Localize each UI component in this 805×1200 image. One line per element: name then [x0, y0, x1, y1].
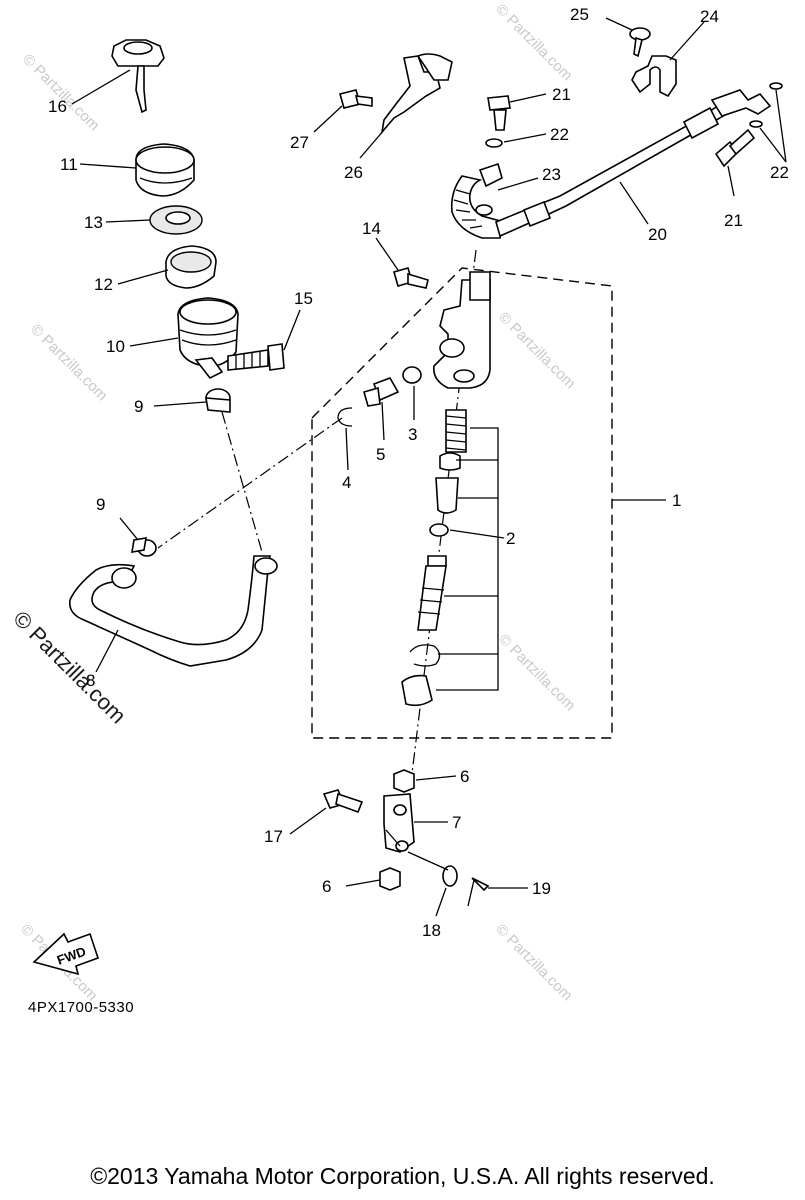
part-6-nut-lower	[379, 867, 401, 891]
part-9-clamp-lower	[131, 537, 157, 557]
part-27-bolt	[339, 89, 373, 109]
callout-26: 26	[344, 163, 363, 182]
hose-centerline	[221, 411, 263, 553]
part-23-hose-banjo	[450, 162, 505, 239]
callout-9: 9	[96, 495, 105, 514]
callout-2: 2	[506, 529, 515, 548]
watermark: © Partzilla.com	[492, 1, 575, 84]
part-17-pin	[322, 789, 364, 814]
watermark: © Partzilla.com	[495, 631, 578, 714]
part-7-clevis	[383, 793, 415, 853]
hose-centerline	[157, 417, 343, 549]
callout-12: 12	[94, 275, 113, 294]
drawing-code: 4PX1700-5330	[28, 999, 134, 1016]
part-21-bolt-upper	[487, 95, 511, 131]
part-22-washer-upper	[485, 138, 503, 148]
callout-15: 15	[294, 289, 313, 308]
callout-21: 21	[724, 211, 743, 230]
master-cylinder-body	[432, 271, 491, 389]
part-21-bolt-right	[714, 128, 756, 168]
fwd-arrow-icon: FWD	[32, 932, 100, 976]
callout-18: 18	[422, 921, 441, 940]
callout-17: 17	[264, 827, 283, 846]
callout-8: 8	[86, 671, 95, 690]
copyright-footer: ©2013 Yamaha Motor Corporation, U.S.A. A…	[90, 1163, 715, 1189]
callout-labels: 16 11 13 12 10 15 9 9 8 27 26 25 24 21 2…	[48, 5, 789, 940]
master-cylinder-outline	[311, 267, 613, 739]
callout-20: 20	[648, 225, 667, 244]
callout-24: 24	[700, 7, 719, 26]
watermark: © Partzilla.com	[492, 921, 575, 1004]
callout-22: 22	[550, 125, 569, 144]
part-13-plate	[149, 205, 203, 235]
part-5-hose-joint	[363, 377, 400, 407]
part-8-reservoir-hose	[68, 555, 278, 667]
callout-16: 16	[48, 97, 67, 116]
part-18-washer	[442, 865, 458, 887]
callout-6: 6	[322, 877, 331, 896]
watermark: © Partzilla.com	[27, 321, 110, 404]
part-14-bolt	[393, 267, 429, 289]
callout-1: 1	[672, 491, 681, 510]
callout-5: 5	[376, 445, 385, 464]
callout-7: 7	[452, 813, 461, 832]
part-22-washer-right	[749, 82, 783, 128]
part-4-circlip	[337, 407, 353, 427]
part-15-screw	[227, 343, 285, 371]
callout-19: 19	[532, 879, 551, 898]
part-9-clamp-upper	[205, 388, 231, 413]
callout-27: 27	[290, 133, 309, 152]
part-12-diaphragm	[165, 245, 217, 289]
part-26-bracket	[380, 53, 453, 135]
part-6-nut-upper	[393, 769, 415, 793]
watermark: © Partzilla.com	[495, 309, 578, 392]
part-20-brake-hose	[495, 89, 772, 238]
callout-23: 23	[542, 165, 561, 184]
part-25-screw	[629, 27, 651, 58]
part-11-cap	[135, 143, 195, 197]
watermark: © Partzilla.com	[19, 51, 102, 134]
callout-21: 21	[552, 85, 571, 104]
callout-3: 3	[408, 425, 417, 444]
part-16-reservoir-clip	[111, 39, 165, 114]
callout-11: 11	[60, 155, 78, 174]
part-19-cotter-pin	[467, 877, 490, 907]
callout-22: 22	[770, 163, 789, 182]
callout-13: 13	[84, 213, 103, 232]
callout-25: 25	[570, 5, 589, 24]
part-24-clamp	[631, 55, 677, 98]
callout-9: 9	[134, 397, 143, 416]
callout-6: 6	[460, 767, 469, 786]
part-3-o-ring	[402, 366, 422, 384]
callout-10: 10	[106, 337, 125, 356]
callout-4: 4	[342, 473, 351, 492]
part-2-piston-kit	[401, 409, 499, 707]
callout-14: 14	[362, 219, 381, 238]
leader-lines	[71, 17, 787, 917]
part-10-reservoir	[177, 297, 239, 380]
